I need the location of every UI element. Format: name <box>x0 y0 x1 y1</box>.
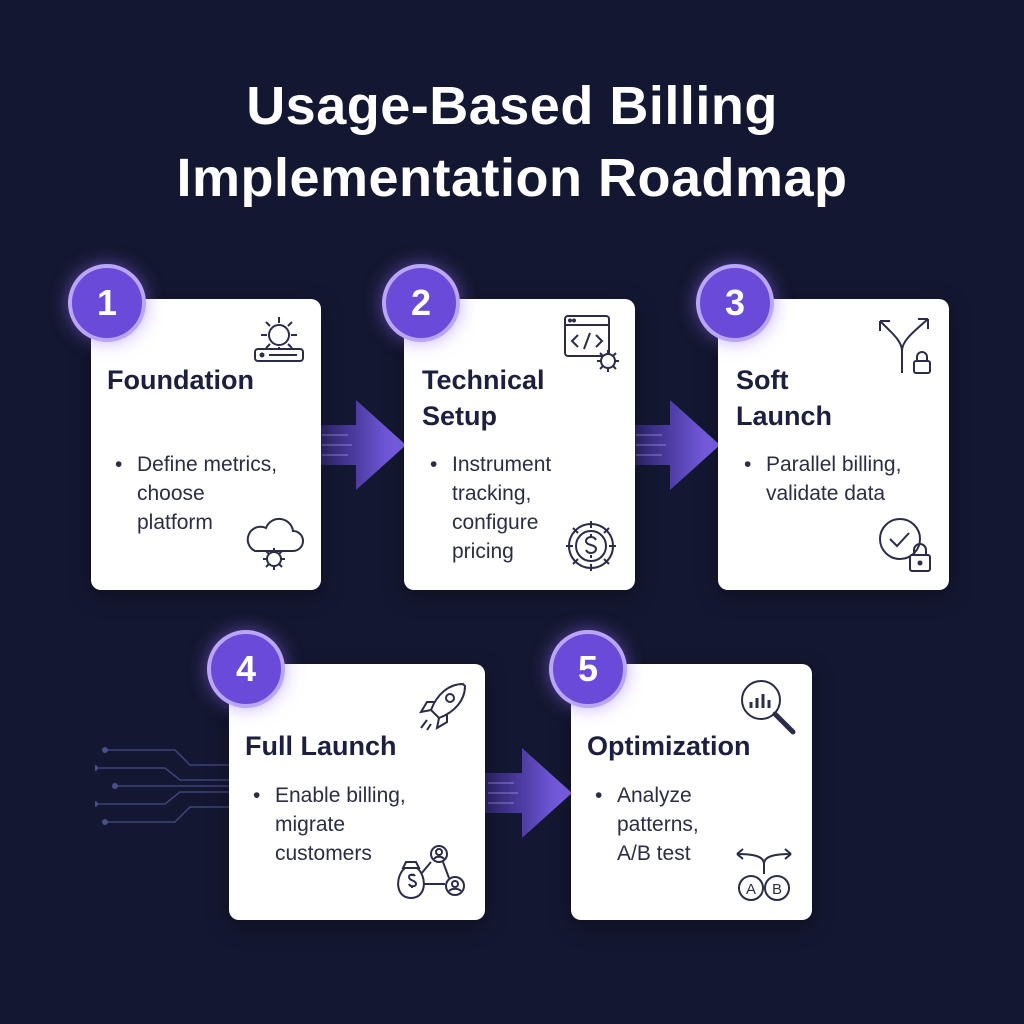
step-bullet: • Define metrics, choose platform <box>115 453 278 534</box>
rocket-icon <box>413 676 473 736</box>
svg-text:B: B <box>772 881 782 898</box>
step-number-badge: 2 <box>382 264 460 342</box>
step-heading: Soft Launch <box>736 365 833 431</box>
split-arrow-lock-icon <box>872 313 936 377</box>
arrow-1-to-2 <box>318 400 406 490</box>
step-number-badge: 4 <box>207 630 285 708</box>
money-bag-users-icon <box>393 844 473 908</box>
magnifier-chart-icon <box>737 676 799 738</box>
step-number-badge: 3 <box>696 264 774 342</box>
step-card-soft-launch: Soft Launch • Parallel billing, validate… <box>718 299 949 590</box>
circuit-lines-decoration <box>95 747 235 825</box>
step-heading: Foundation <box>107 365 254 395</box>
step-card-foundation: Foundation • Define metrics, choose plat… <box>91 299 321 590</box>
title-line-2: Implementation Roadmap <box>176 148 848 208</box>
title-line-1: Usage-Based Billing <box>246 76 778 136</box>
ab-test-icon: A B <box>729 844 799 904</box>
arrow-4-to-5 <box>484 748 572 838</box>
step-heading: Technical Setup <box>422 365 545 431</box>
step-bullet: • Parallel billing, validate data <box>744 453 902 505</box>
step-heading: Full Launch <box>245 731 397 761</box>
step-number-badge: 5 <box>549 630 627 708</box>
check-lock-icon <box>876 515 938 577</box>
step-bullet: • Analyze patterns, A/B test <box>595 784 699 865</box>
arrow-2-to-3 <box>632 400 720 490</box>
dollar-gear-icon <box>560 515 622 577</box>
code-window-gear-icon <box>562 313 624 375</box>
step-card-technical-setup: Technical Setup • Instrument tracking, c… <box>404 299 635 590</box>
step-bullet: • Instrument tracking, configure pricing <box>430 453 552 563</box>
step-bullet: • Enable billing, migrate customers <box>253 784 406 865</box>
step-card-full-launch: Full Launch • Enable billing, migrate cu… <box>229 664 485 920</box>
step-card-optimization: Optimization • Analyze patterns, A/B tes… <box>571 664 812 920</box>
gear-server-icon <box>251 313 307 365</box>
cloud-gear-icon <box>241 515 307 575</box>
step-number-badge: 1 <box>68 264 146 342</box>
page-title: Usage-Based Billing Implementation Roadm… <box>0 70 1024 214</box>
step-heading: Optimization <box>587 731 751 761</box>
svg-text:A: A <box>746 881 756 898</box>
